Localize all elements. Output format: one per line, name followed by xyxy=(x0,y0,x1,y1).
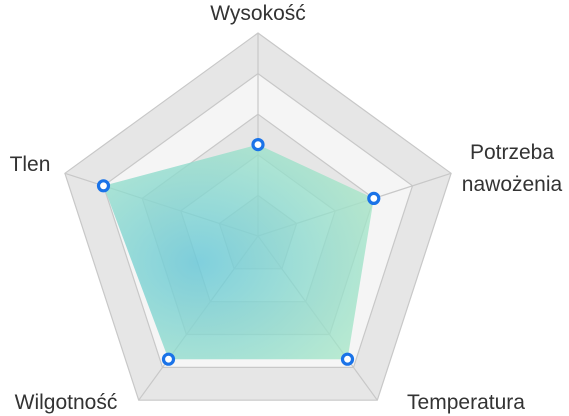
axis-potrzeba-nawozenia-label: Potrzeba nawożenia xyxy=(462,141,563,196)
axis-wilgotnosc-label-line-1: Wilgotność xyxy=(15,391,118,414)
data-area-group xyxy=(103,144,374,360)
axis-potrzeba-nawozenia-label-line-1: Potrzeba xyxy=(470,141,554,164)
data-points-group xyxy=(96,138,381,366)
data-point-wilgotnosc[interactable] xyxy=(161,352,176,366)
axis-wysokosc-label-line-1: Wysokość xyxy=(210,2,306,25)
axis-potrzeba-nawozenia-label-line-2: nawożenia xyxy=(462,173,563,196)
axis-tlen-label: Tlen xyxy=(10,153,51,176)
data-area xyxy=(103,144,374,360)
axis-temperatura-label: Temperatura xyxy=(407,391,525,414)
axis-tlen-label-line-1: Tlen xyxy=(10,153,51,176)
axis-wilgotnosc-label: Wilgotność xyxy=(15,391,118,414)
axis-wysokosc-label: Wysokość xyxy=(210,2,306,25)
axis-temperatura-label-line-1: Temperatura xyxy=(407,391,525,414)
data-point-potrzeba-nawozenia[interactable] xyxy=(367,191,381,205)
data-point-tlen[interactable] xyxy=(96,179,111,193)
data-point-wysokosc[interactable] xyxy=(251,138,265,152)
data-point-temperatura[interactable] xyxy=(340,352,355,366)
